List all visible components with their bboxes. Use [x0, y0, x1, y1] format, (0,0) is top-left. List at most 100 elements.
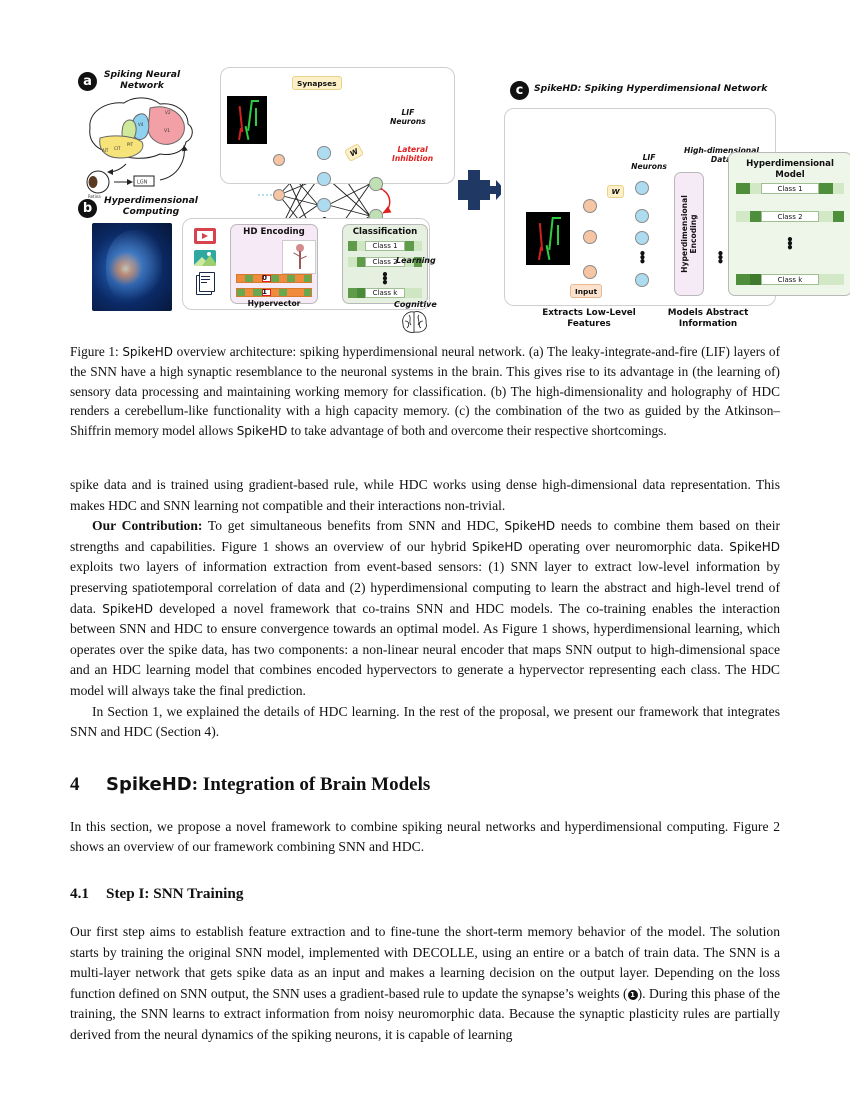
section-title: : Integration of Brain Models: [191, 773, 431, 795]
image-icon: [194, 250, 216, 266]
figure-caption: Figure 1: SpikeHD overview architecture:…: [70, 342, 780, 441]
snn-output-node: [369, 177, 383, 191]
classification-ellipsis: •••: [381, 268, 389, 290]
class-row: Class 1: [348, 241, 422, 251]
hyperdimensional-encoding-box: [674, 172, 704, 296]
paragraph-text: needs to combine them based on their str…: [70, 518, 781, 554]
paragraph-text: exploits two layers of information extra…: [70, 559, 780, 616]
panel-b-badge: b: [78, 199, 97, 218]
brand-spikehd: SpikeHD: [236, 423, 288, 438]
figure-caption-text-1: overview architecture: spiking hyperdime…: [70, 344, 780, 438]
hypervector-bit-0: 0: [262, 274, 267, 282]
panel-b-brain-image: [92, 223, 172, 311]
spikehd-encoder-ellipsis: •••: [716, 247, 725, 269]
video-icon: [194, 228, 216, 244]
svg-text:V4: V4: [138, 122, 144, 127]
spikehd-lif-node: [635, 231, 649, 245]
hypervector-row-1: [236, 288, 312, 297]
paragraph-contribution: Our Contribution: To get simultaneous be…: [70, 516, 780, 701]
hypervector-row-0: [236, 274, 312, 283]
brand-spikehd: SpikeHD: [471, 539, 523, 554]
paragraph-text: In this section, we propose a novel fram…: [70, 818, 780, 855]
figure-caption-text-2: to take advantage of both and overcome t…: [287, 422, 667, 438]
paragraph-text: operating over neuromorphic data.: [522, 538, 730, 554]
label-synapses: Synapses: [292, 76, 342, 90]
panel-c-title: SpikeHD: Spiking Hyperdimensional Networ…: [534, 83, 768, 94]
class-label: Class 1: [365, 241, 405, 251]
hypervector-bit-1: 1: [262, 288, 267, 296]
class-label: Class 2: [760, 211, 820, 222]
label-cognitive: Cognitive: [394, 300, 437, 309]
brand-spikehd: SpikeHD: [106, 773, 192, 795]
contribution-lead-in: Our Contribution:: [92, 518, 203, 534]
class-row: Class k: [348, 288, 422, 298]
model-class-row: Class k: [736, 274, 844, 285]
paragraph-text: spike data and is trained using gradient…: [70, 477, 780, 513]
svg-text:CIT: CIT: [114, 146, 121, 151]
model-class-row: Class 1: [736, 183, 844, 194]
svg-text:AIT: AIT: [102, 148, 109, 153]
label-input-c: Input: [570, 284, 603, 298]
panel-c-badge: c: [510, 81, 529, 100]
paragraph-section-intro: In this section, we propose a novel fram…: [70, 817, 780, 858]
brand-spikehd: SpikeHD: [504, 519, 556, 534]
hypervector-label: Hypervector: [247, 299, 301, 308]
label-learning: Learning: [396, 256, 436, 265]
class-label: Class 1: [760, 183, 820, 194]
class-row: Class 2: [348, 257, 422, 267]
hd-encoding-title: HD Encoding: [243, 227, 305, 237]
panel-a-badge: a: [78, 72, 97, 91]
hd-encoding-neuron-image: [282, 240, 316, 274]
svg-text:Retina: Retina: [88, 194, 101, 199]
spikehd-lif-node: [635, 181, 649, 195]
snn-hidden-node: [317, 146, 331, 160]
section-heading-4: 4 SpikeHD: Integration of Brain Models: [70, 773, 780, 797]
spikehd-lif-ellipsis: •••: [638, 247, 647, 269]
svg-text:V2: V2: [165, 110, 171, 115]
spikehd-lif-node: [635, 273, 649, 287]
subsection-heading-4-1: 4.1 Step I: SNN Training: [70, 884, 780, 904]
subsection-number: 4.1: [70, 884, 89, 902]
brand-spikehd: SpikeHD: [122, 345, 174, 359]
spikehd-input-node: [583, 230, 597, 244]
combiner-plus-arrow: [455, 160, 505, 216]
hyperdimensional-model-box: [728, 152, 850, 296]
class-label: Class k: [760, 274, 820, 285]
svg-text:LGN: LGN: [137, 180, 148, 186]
spikehd-input-node: [583, 265, 597, 279]
paragraph-snn-training: Our first step aims to establish feature…: [70, 922, 780, 1046]
label-weight-c: W: [607, 185, 625, 198]
step-marker-icon: 1: [627, 989, 638, 1000]
svg-text:V1: V1: [164, 128, 170, 134]
spikehd-input-node: [583, 199, 597, 213]
figure-caption-label: Figure 1:: [70, 344, 119, 359]
section-number: 4: [70, 773, 80, 795]
spikehd-lif-node: [635, 209, 649, 223]
snn-hidden-node: [317, 172, 331, 186]
panel-a-input-image: [227, 96, 267, 144]
paragraph-section-pointer: In Section 1, we explained the details o…: [70, 702, 780, 743]
class-label: Class k: [365, 288, 405, 298]
snn-input-node: [273, 154, 285, 166]
class-label: Class 2: [365, 257, 405, 267]
subsection-title: Step I: SNN Training: [106, 884, 244, 902]
snn-hidden-node: [317, 198, 331, 212]
snn-input-node: [273, 189, 285, 201]
brand-spikehd: SpikeHD: [102, 601, 153, 616]
model-ellipsis: •••: [786, 233, 794, 255]
paragraph-continuation: spike data and is trained using gradient…: [70, 475, 780, 516]
svg-text:PIT: PIT: [127, 142, 134, 147]
paragraph-text: Our first step aims to establish feature…: [70, 923, 780, 1001]
classification-title: Classification: [352, 227, 418, 237]
